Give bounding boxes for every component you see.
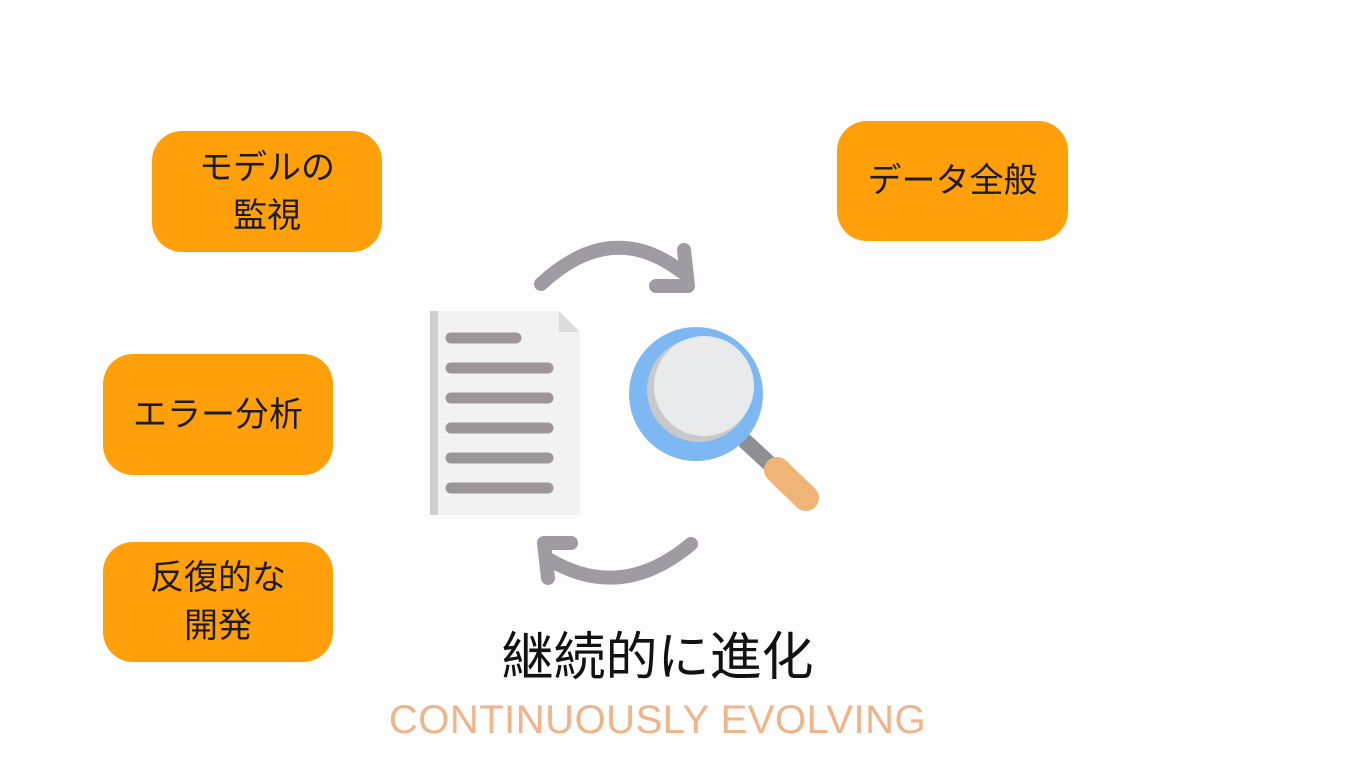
- subtitle: CONTINUOUSLY EVOLVING: [0, 694, 1365, 746]
- main-title-text: 継続的に進化: [501, 628, 814, 688]
- cycle-arrow-top-icon: [534, 240, 695, 293]
- tag-iterative-development-line-1: 反復的な: [150, 558, 286, 598]
- document-icon: [430, 311, 580, 515]
- tag-model-monitoring-line-2: 監視: [233, 195, 301, 236]
- tag-data-overall-line-1: データ全般: [867, 161, 1038, 201]
- magnifying-glass-icon: [629, 327, 819, 511]
- tag-model-monitoring: モデルの 監視: [152, 131, 382, 252]
- cycle-arrow-bottom-icon: [537, 536, 698, 585]
- subtitle-text: CONTINUOUSLY EVOLVING: [388, 698, 927, 742]
- tag-data-overall: データ全般: [837, 121, 1068, 241]
- main-title: 継続的に進化: [0, 622, 1365, 694]
- tag-iterative-development-line-2: 開発: [184, 606, 252, 646]
- tag-iterative-development: 反復的な 開発: [103, 542, 333, 662]
- tag-model-monitoring-line-1: モデルの: [199, 147, 335, 188]
- tag-error-analysis: エラー分析: [103, 354, 333, 475]
- tag-error-analysis-line-1: エラー分析: [133, 394, 303, 435]
